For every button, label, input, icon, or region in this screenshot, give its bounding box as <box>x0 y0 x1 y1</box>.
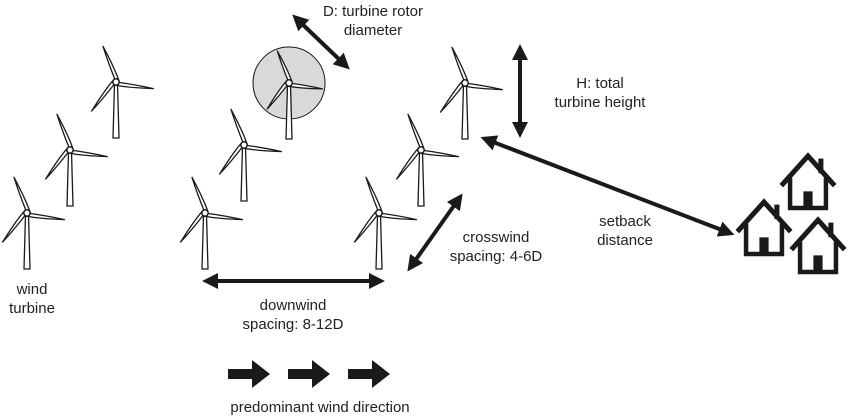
turbine-blade <box>218 142 245 175</box>
wind-turbine-icon <box>395 113 460 207</box>
turbine-blade <box>13 176 31 214</box>
house-icon <box>779 152 837 211</box>
crosswind-spacing-arrow <box>407 193 463 272</box>
turbine-blade <box>407 113 425 151</box>
turbine-blade <box>276 50 293 84</box>
rotor-diameter-label-line1: D: turbine rotor <box>322 3 424 20</box>
turbine-tower <box>417 151 425 207</box>
turbine-blade <box>451 46 469 84</box>
wind-turbine-label: wind turbine <box>0 280 64 318</box>
setback-distance-label-line1: setback <box>599 213 651 230</box>
setback-distance-label: setback distance <box>575 212 675 250</box>
wind-turbine-icon <box>439 46 504 140</box>
turbine-hub <box>461 79 469 87</box>
turbine-blade <box>191 176 209 214</box>
downwind-spacing-label-line2: spacing: 8-12D <box>242 316 344 333</box>
turbine-hub <box>201 209 209 217</box>
turbine-blade <box>353 210 380 243</box>
turbine-hub <box>112 78 120 86</box>
turbine-tower <box>285 84 293 140</box>
turbine-blade <box>44 147 71 180</box>
wind-turbine-icon <box>1 176 66 270</box>
downwind-spacing-label-line1: downwind <box>259 297 327 314</box>
house-icon <box>735 198 793 257</box>
crosswind-spacing-label-line1: crosswind <box>462 229 530 246</box>
turbine-blade <box>463 82 504 91</box>
turbine-tower <box>375 214 383 270</box>
turbine-hub <box>285 79 293 87</box>
turbine-blade <box>56 113 74 151</box>
wind-turbine-icon <box>90 45 155 139</box>
downwind-spacing-label: downwind spacing: 8-12D <box>218 296 368 334</box>
setback-distance-label-line2: distance <box>597 232 653 249</box>
wind-direction-label-text: predominant wind direction <box>230 399 410 416</box>
total-height-label-line1: H: total <box>576 75 624 92</box>
arrow-right-icon <box>288 360 330 388</box>
turbine-blade <box>266 80 290 110</box>
wind-turbine-icon <box>179 176 244 270</box>
rotor-diameter-label: D: turbine rotor diameter <box>298 2 448 40</box>
turbine-blade <box>114 81 155 90</box>
wind-turbine-label-line2: turbine <box>9 300 55 317</box>
turbine-blade <box>102 45 120 83</box>
turbine-tower <box>240 146 248 202</box>
turbine-blade <box>395 147 422 180</box>
turbine-tower <box>461 84 469 140</box>
turbine-tower <box>66 151 74 207</box>
turbine-blade <box>230 108 248 146</box>
turbine-hub <box>375 209 383 217</box>
turbine-hub <box>23 209 31 217</box>
arrow-right-icon <box>228 360 270 388</box>
turbine-blade <box>203 212 244 221</box>
wind-turbine-icon <box>218 108 283 202</box>
turbine-hub <box>417 146 425 154</box>
turbine-hub <box>66 146 74 154</box>
turbine-blade <box>1 210 28 243</box>
turbine-blade <box>439 80 466 113</box>
turbine-tower <box>112 83 120 139</box>
arrow-right-icon <box>348 360 390 388</box>
turbine-blade <box>365 176 383 214</box>
turbine-tower <box>23 214 31 270</box>
turbine-tower <box>201 214 209 270</box>
rotor-diameter-label-line2: diameter <box>343 22 403 39</box>
wind-direction-label: predominant wind direction <box>195 398 445 417</box>
turbine-blade <box>179 210 206 243</box>
turbine-blade <box>242 144 283 153</box>
total-height-label-line2: turbine height <box>554 94 646 111</box>
wind-turbine-icon <box>252 46 326 140</box>
wind-turbine-label-line1: wind <box>16 281 48 298</box>
crosswind-spacing-label-line2: spacing: 4-6D <box>449 248 543 265</box>
setback-distance-arrow <box>480 135 735 237</box>
turbine-hub <box>240 141 248 149</box>
rotor-diameter-arrow <box>292 14 350 70</box>
turbine-blade <box>25 212 66 221</box>
turbine-blade <box>68 149 109 158</box>
turbine-blade <box>287 82 324 90</box>
total-height-label: H: total turbine height <box>535 74 665 112</box>
turbine-blade <box>377 212 418 221</box>
crosswind-spacing-label: crosswind spacing: 4-6D <box>436 228 556 266</box>
wind-turbine-icon <box>353 176 418 270</box>
house-icon <box>789 216 847 275</box>
turbine-blade <box>90 79 117 112</box>
wind-turbine-icon <box>44 113 109 207</box>
turbine-blade <box>419 149 460 158</box>
